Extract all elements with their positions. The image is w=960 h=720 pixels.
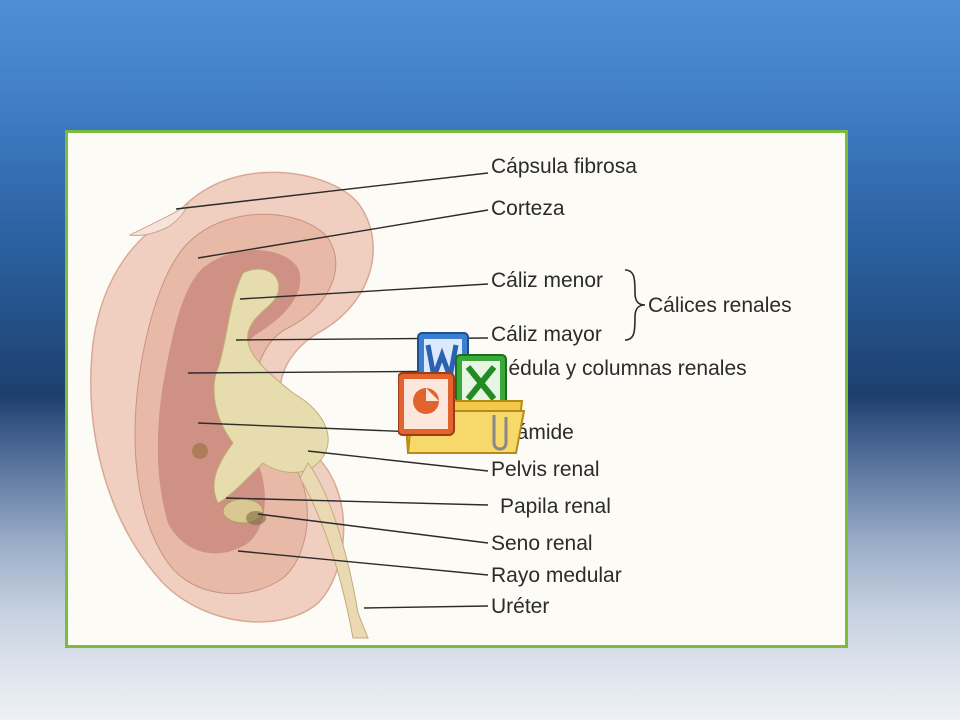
leader-rayo xyxy=(237,550,489,576)
excel-icon xyxy=(455,354,507,412)
label-calices-renales: Cálices renales xyxy=(648,294,792,317)
leader-ureter xyxy=(363,605,489,609)
label-papila-renal: Papila renal xyxy=(500,495,611,518)
diagram-panel: Cápsula fibrosa Corteza Cáliz menor Cáli… xyxy=(65,130,848,648)
capsule-flap xyxy=(128,201,189,236)
leader-corteza xyxy=(197,209,489,259)
label-caliz-mayor: Cáliz mayor xyxy=(491,323,602,346)
calices-brace xyxy=(624,269,646,341)
label-pelvis-renal: Pelvis renal xyxy=(491,458,600,481)
label-medula-columnas: Médula y columnas renales xyxy=(491,357,747,380)
label-corteza: Corteza xyxy=(491,197,565,220)
label-ureter: Uréter xyxy=(491,595,550,618)
ureter xyxy=(299,462,369,639)
leader-papila xyxy=(225,497,489,506)
leader-pelvis xyxy=(307,450,489,472)
label-rayo-medular: Rayo medular xyxy=(491,564,622,587)
renal-sinus xyxy=(246,511,266,525)
paperclip-icon xyxy=(492,415,508,451)
leader-capsula xyxy=(175,172,489,210)
office-suite-icon[interactable] xyxy=(398,331,528,461)
label-capsula-fibrosa: Cápsula fibrosa xyxy=(491,155,637,178)
leader-seno xyxy=(257,513,489,544)
renal-pelvis xyxy=(213,268,329,504)
pyramid-tip xyxy=(192,443,208,459)
kidney-illustration xyxy=(90,171,646,639)
powerpoint-icon xyxy=(398,372,455,436)
label-caliz-menor: Cáliz menor xyxy=(491,269,604,292)
label-seno-renal: Seno renal xyxy=(491,532,593,555)
leader-caliz-menor xyxy=(239,283,489,300)
